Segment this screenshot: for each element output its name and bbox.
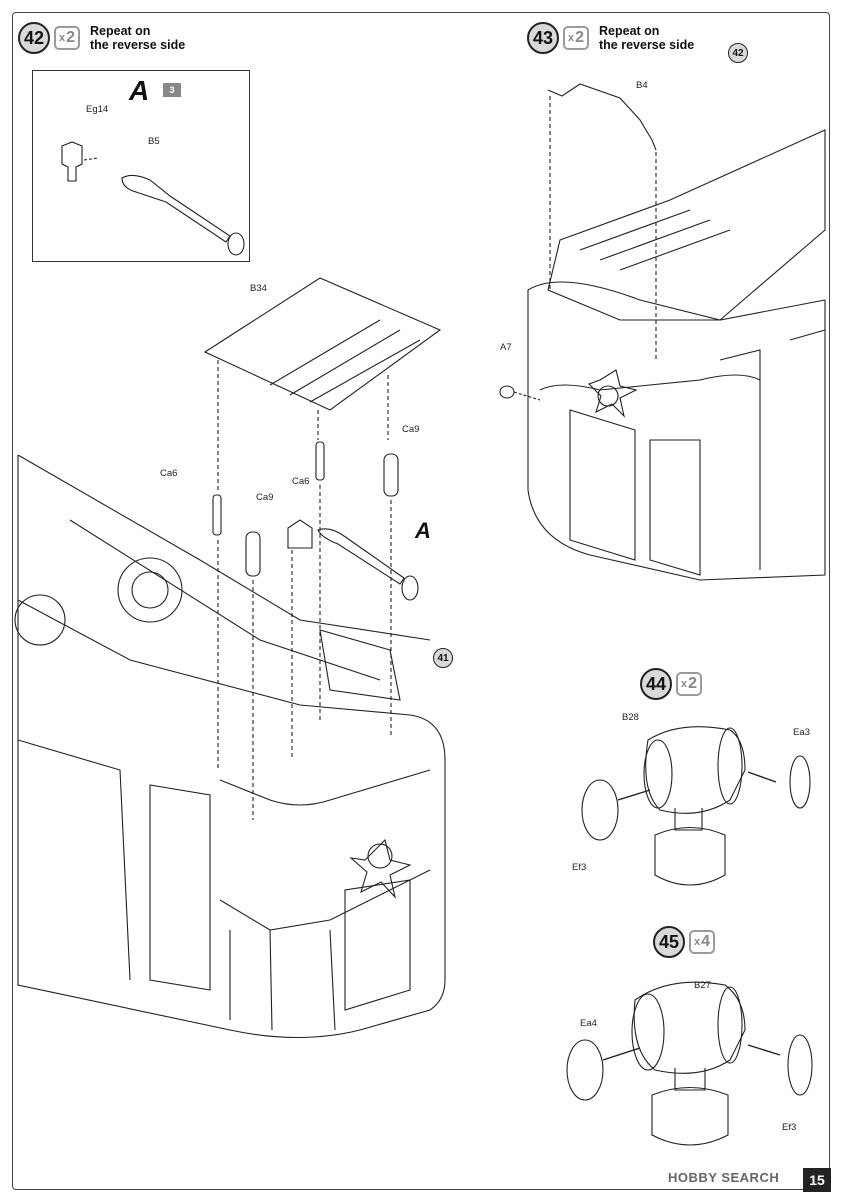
label-ea4: Ea4 <box>580 1018 597 1029</box>
tram-body-step43 <box>527 129 826 581</box>
pin-parts-drawing <box>212 441 399 820</box>
label-ea3: Ea3 <box>793 727 810 738</box>
label-ef3: Ef3 <box>572 862 587 873</box>
watermark: HOBBY SEARCH <box>668 1170 780 1185</box>
label-b27: B27 <box>694 980 711 991</box>
step-number: 42 <box>18 22 50 54</box>
lamp-assembly-44 <box>581 726 811 886</box>
tram-body-step42 <box>14 454 446 1039</box>
inset-badge: 3 <box>163 83 181 97</box>
label-eg14: Eg14 <box>86 104 109 115</box>
part-b34-drawing <box>203 277 442 490</box>
callout-a: A <box>415 518 431 543</box>
label-ca9: Ca9 <box>256 492 274 503</box>
page-frame <box>12 12 830 1190</box>
label-ca6: Ca6 <box>160 468 178 479</box>
ref-step-42: 42 <box>728 43 748 63</box>
step-number: 45 <box>653 926 685 958</box>
step-number: 43 <box>527 22 559 54</box>
detail-inset-a: A 3 <box>32 70 250 262</box>
part-b5-main-drawing <box>287 519 419 760</box>
step-number: 44 <box>640 668 672 700</box>
part-eg14-drawing <box>61 141 99 182</box>
label-b34: B34 <box>250 283 267 294</box>
label-a7: A7 <box>500 342 512 353</box>
inset-letter: A <box>129 75 150 106</box>
part-a7-drawing <box>499 385 541 401</box>
label-b4: B4 <box>636 80 648 91</box>
part-b5-drawing <box>121 174 245 256</box>
ref-step-41: 41 <box>433 648 453 668</box>
label-b28: B28 <box>622 712 639 723</box>
label-b5: B5 <box>148 136 160 147</box>
page-number: 15 <box>803 1168 831 1192</box>
part-b4-drawing <box>547 83 657 360</box>
label-ef3: Ef3 <box>782 1122 797 1133</box>
lamp-assembly-45 <box>566 981 813 1146</box>
label-ca9: Ca9 <box>402 424 420 435</box>
label-ca6: Ca6 <box>292 476 310 487</box>
